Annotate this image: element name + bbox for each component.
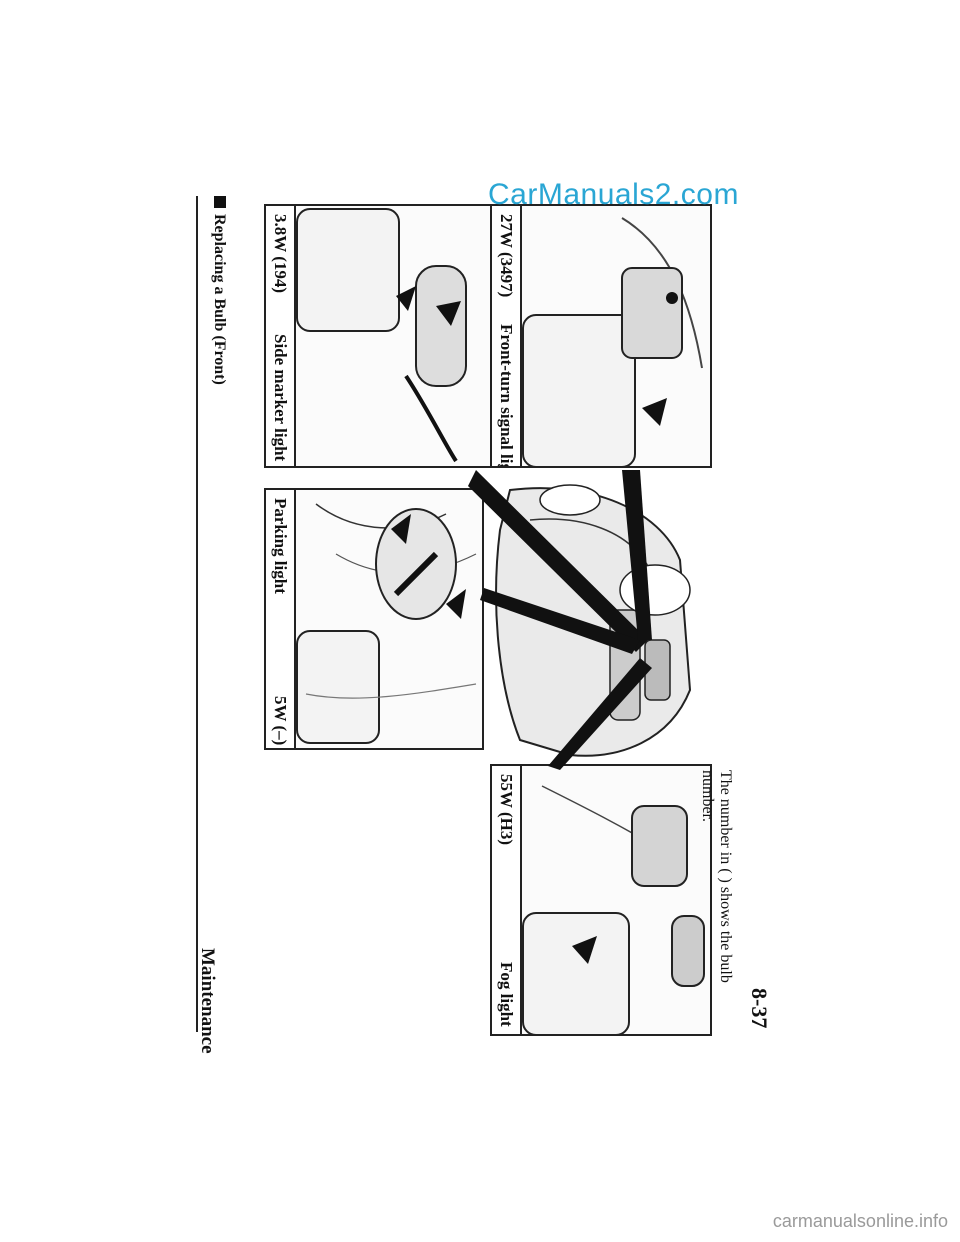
parking-light-illustration — [305, 503, 477, 699]
bulb-number-note-line2: number. — [699, 770, 716, 822]
watermark: CarManuals2.com — [488, 178, 739, 211]
front-turn-bulb-inset — [522, 314, 636, 466]
front-turn-illustration — [621, 217, 703, 426]
fog-light-panel: Fog light 55W (H3) — [490, 764, 712, 1036]
panel-header — [266, 206, 296, 466]
parking-light-panel: Parking light 5W (–) — [264, 488, 484, 750]
panel-header — [492, 766, 522, 1034]
panel-header — [492, 206, 522, 466]
arrow-icon — [396, 286, 416, 311]
arrow-icon — [572, 936, 597, 964]
arrow-icon — [446, 589, 466, 619]
bulb-number-note-line1: The number in ( ) shows the bulb — [717, 770, 734, 983]
front-turn-signal-panel: Front-turn signal light 27W (3497) — [490, 204, 712, 468]
arrow-icon — [436, 301, 461, 326]
footer-watermark: carmanualsonline.info — [772, 1211, 948, 1231]
arrow-icon — [642, 398, 667, 426]
side-marker-bulb-inset — [296, 208, 400, 332]
fog-bulb-inset — [522, 912, 630, 1034]
side-marker-illustration — [396, 265, 467, 463]
header-rule — [196, 196, 198, 1032]
panel-header — [266, 490, 296, 748]
arrow-icon — [391, 514, 411, 544]
fog-light-illustration — [541, 785, 705, 987]
parking-bulb-inset — [296, 630, 380, 744]
